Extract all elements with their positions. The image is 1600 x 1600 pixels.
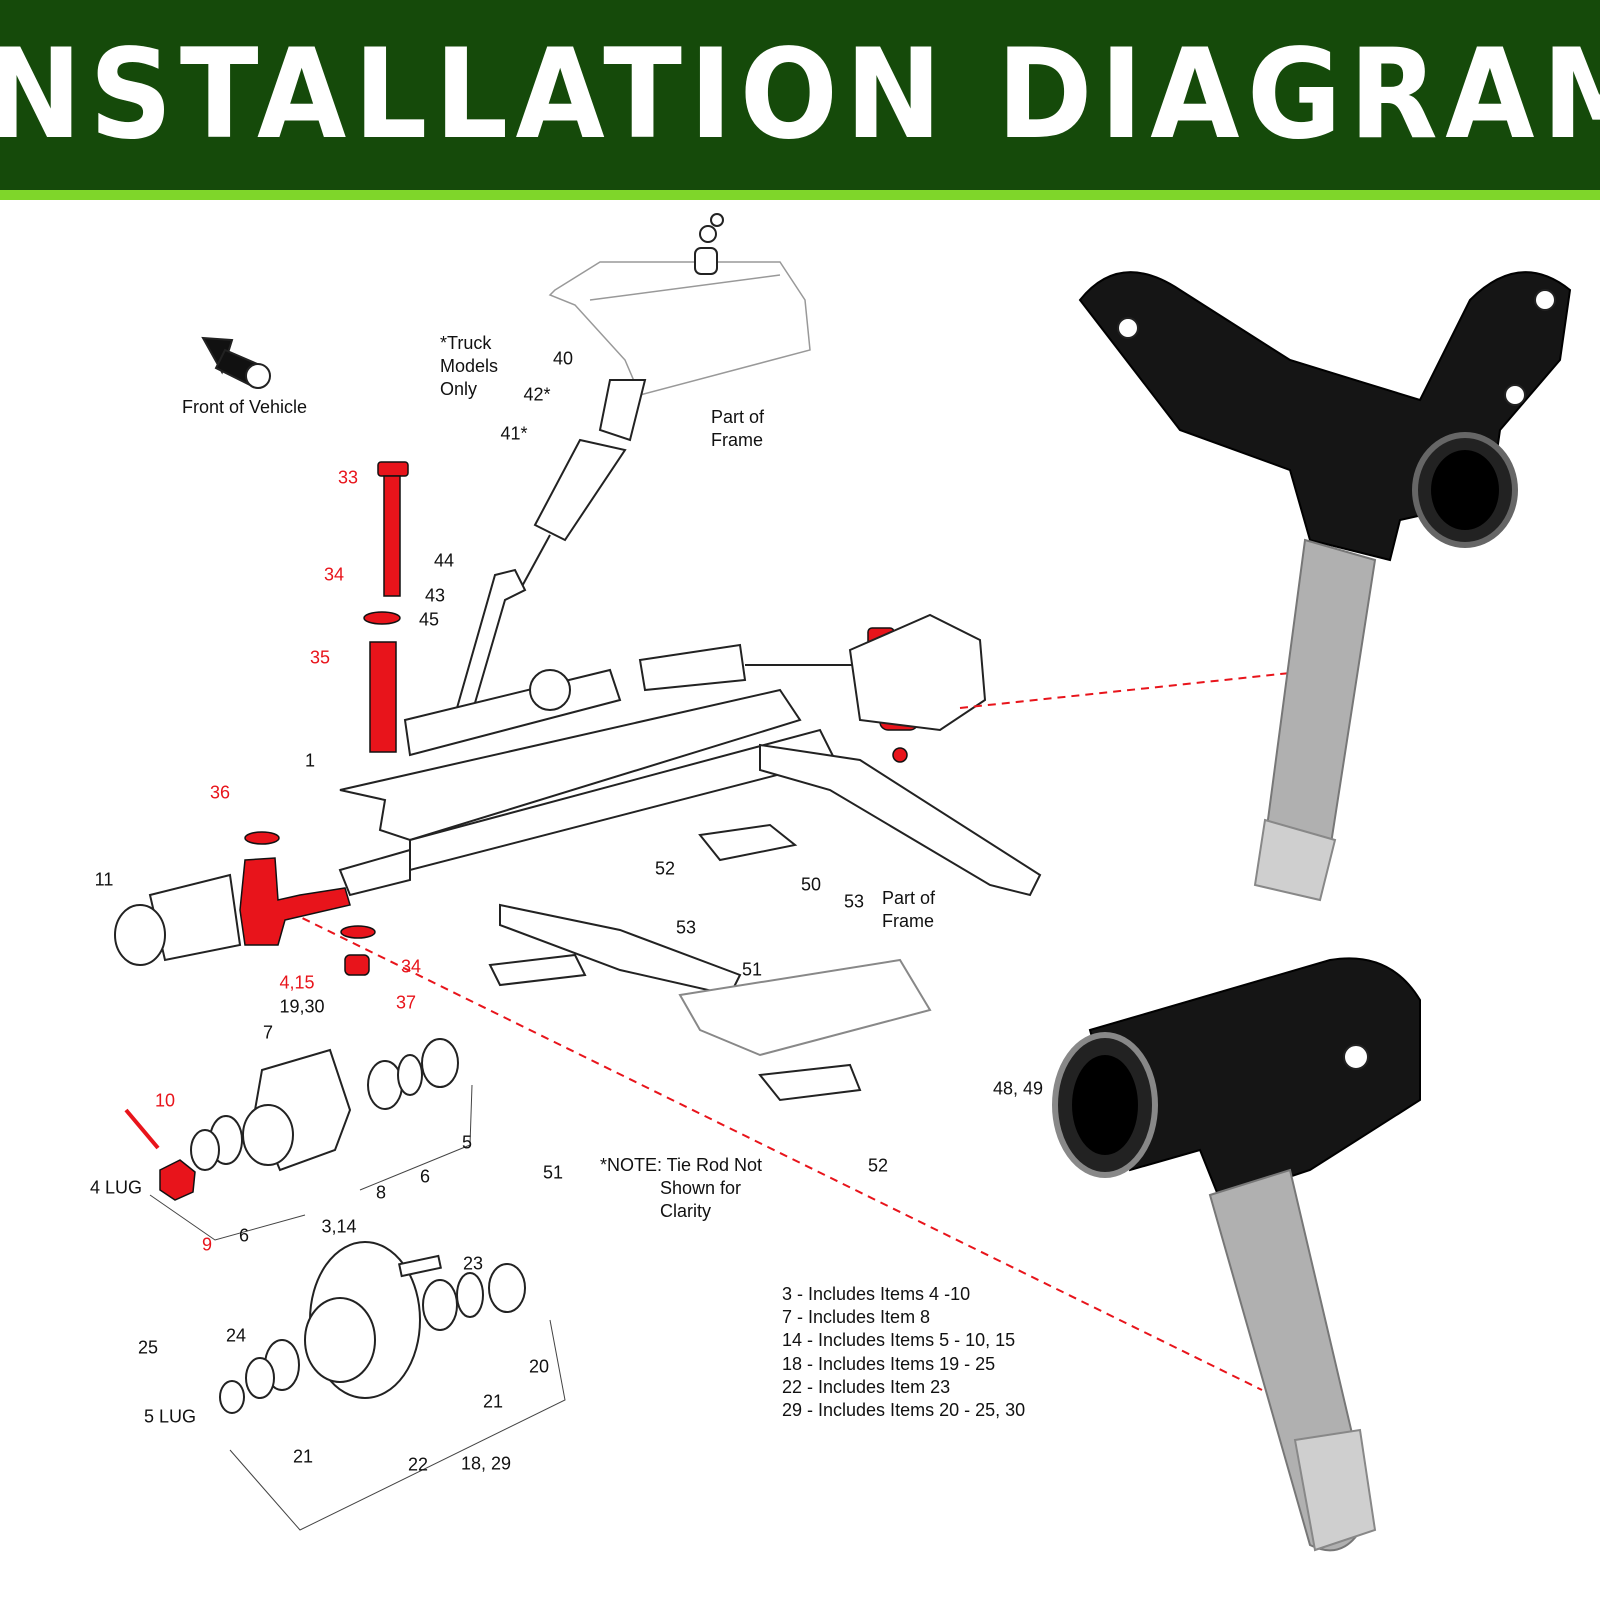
- callout: 6: [238, 1225, 250, 1246]
- callout: 52: [867, 1155, 889, 1176]
- callout: 40: [552, 348, 574, 369]
- callout: 4 LUG: [89, 1177, 143, 1198]
- front-arrow-icon: [201, 336, 271, 389]
- callout: 5: [461, 1132, 473, 1153]
- callout: 41*: [500, 423, 528, 444]
- 5-lug-hub: [219, 1241, 526, 1414]
- right-knuckle-assembly: [848, 613, 987, 732]
- callout: 6: [419, 1166, 431, 1187]
- page-title: INSTALLATION DIAGRAM: [0, 23, 1600, 167]
- callout: 53: [843, 891, 865, 912]
- callout: 51: [741, 959, 763, 980]
- callout: 3,14: [321, 1216, 357, 1237]
- callout-red: 36: [209, 782, 231, 803]
- header-stripe: [0, 190, 1600, 200]
- callout-red: 34: [323, 564, 345, 585]
- includes-item: 29 - Includes Items 20 - 25, 30: [782, 1400, 1026, 1421]
- callout: 18, 29: [460, 1453, 512, 1474]
- shock-absorber: [519, 213, 724, 591]
- callout-red: 10: [154, 1090, 176, 1111]
- includes-item: 3 - Includes Items 4 -10: [782, 1284, 971, 1304]
- frame-bottom: [678, 958, 932, 1057]
- includes-list: 3 - Includes Items 4 -10 7 - Includes It…: [782, 1283, 1025, 1422]
- callout: 24: [225, 1325, 247, 1346]
- callout: 21: [482, 1391, 504, 1412]
- callout-red: 33: [337, 467, 359, 488]
- truck-models-label: *Truck Models Only: [440, 333, 499, 399]
- callout: 11: [94, 869, 114, 890]
- callout-red: 9: [201, 1234, 213, 1255]
- callout-red: 35: [309, 647, 331, 668]
- front-of-vehicle-label: Front of Vehicle: [182, 397, 308, 417]
- callout: 42*: [523, 384, 551, 405]
- callout: 23: [462, 1253, 484, 1274]
- tie-rod-note: *NOTE: Tie Rod Not Shown for Clarity: [600, 1155, 763, 1221]
- includes-item: 14 - Includes Items 5 - 10, 15: [782, 1330, 1016, 1351]
- callout: 1: [304, 750, 316, 771]
- leaf-spring: [759, 743, 1042, 897]
- callout: 48, 49: [992, 1078, 1044, 1099]
- callout: 21: [292, 1446, 314, 1467]
- callout: 53: [675, 917, 697, 938]
- callout-red: 4,15: [279, 972, 315, 993]
- callout: 19,30: [279, 996, 325, 1017]
- callout: 44: [433, 550, 455, 571]
- callout: 45: [418, 609, 440, 630]
- spindle-photo-top: [1078, 271, 1572, 902]
- callout: 7: [262, 1022, 274, 1043]
- part-of-frame-bottom-label: Part of Frame: [882, 888, 936, 931]
- callout-red: 34: [400, 956, 422, 977]
- wheel-hub-front: [114, 873, 242, 966]
- callout: 22: [407, 1454, 429, 1475]
- header-banner: INSTALLATION DIAGRAM: [0, 0, 1600, 190]
- detail-leader-lines: [289, 672, 1291, 1391]
- includes-item: 18 - Includes Items 19 - 25: [782, 1353, 996, 1374]
- callout-red: 37: [395, 992, 417, 1013]
- callout: 5 LUG: [143, 1406, 197, 1427]
- callout: 51: [542, 1162, 564, 1183]
- callout: 25: [137, 1337, 159, 1358]
- callout: 20: [528, 1356, 550, 1377]
- frame-top: [548, 261, 811, 396]
- 4-lug-hub: [190, 1038, 459, 1172]
- axle-beam: [338, 688, 837, 897]
- callout: 43: [424, 585, 446, 606]
- callout: 8: [375, 1182, 387, 1203]
- steering-rack: [403, 643, 860, 757]
- includes-item: 22 - Includes Item 23: [782, 1376, 951, 1397]
- part-of-frame-top-label: Part of Frame: [711, 407, 765, 450]
- callout: 52: [654, 858, 676, 879]
- spindle-photo-bottom: [1052, 957, 1421, 1552]
- includes-item: 7 - Includes Item 8: [782, 1307, 931, 1328]
- callout: 50: [800, 874, 822, 895]
